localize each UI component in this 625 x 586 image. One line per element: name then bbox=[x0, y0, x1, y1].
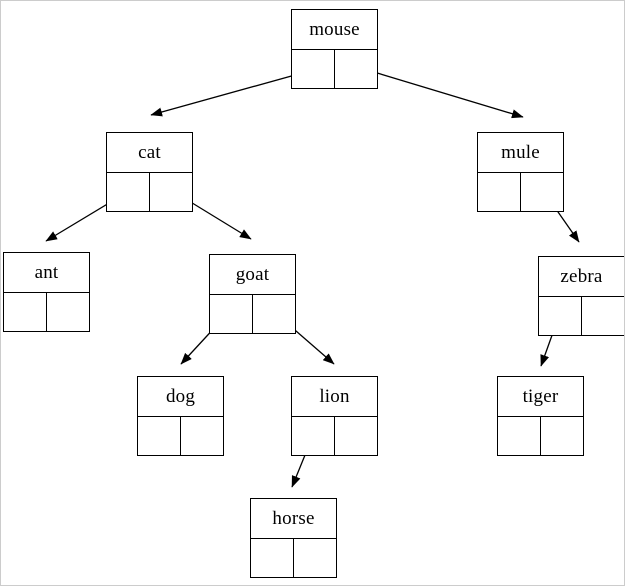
node-left-pointer-zebra bbox=[539, 297, 582, 335]
node-right-pointer-goat bbox=[252, 295, 295, 333]
node-left-pointer-tiger bbox=[498, 417, 541, 455]
node-right-pointer-mule bbox=[520, 173, 563, 211]
node-label-mouse: mouse bbox=[292, 10, 377, 50]
node-label-mule: mule bbox=[478, 133, 563, 173]
node-pointer-cells-lion bbox=[292, 417, 377, 455]
node-label-goat: goat bbox=[210, 255, 295, 295]
node-label-horse: horse bbox=[251, 499, 336, 539]
tree-node-mule: mule bbox=[477, 132, 564, 212]
tree-node-goat: goat bbox=[209, 254, 296, 334]
node-label-zebra: zebra bbox=[539, 257, 624, 297]
node-right-pointer-tiger bbox=[540, 417, 583, 455]
node-left-pointer-mouse bbox=[292, 50, 335, 88]
node-left-pointer-goat bbox=[210, 295, 253, 333]
node-pointer-cells-mouse bbox=[292, 50, 377, 88]
node-label-dog: dog bbox=[138, 377, 223, 417]
node-left-pointer-lion bbox=[292, 417, 335, 455]
node-right-pointer-lion bbox=[334, 417, 377, 455]
node-pointer-cells-horse bbox=[251, 539, 336, 577]
node-pointer-cells-ant bbox=[4, 293, 89, 331]
node-pointer-cells-goat bbox=[210, 295, 295, 333]
tree-edge-mouse-to-mule bbox=[353, 65, 524, 119]
node-label-tiger: tiger bbox=[498, 377, 583, 417]
tree-node-lion: lion bbox=[291, 376, 378, 456]
node-label-cat: cat bbox=[107, 133, 192, 173]
node-left-pointer-ant bbox=[4, 293, 47, 331]
node-right-pointer-mouse bbox=[334, 50, 377, 88]
tree-node-dog: dog bbox=[137, 376, 224, 456]
tree-node-mouse: mouse bbox=[291, 9, 378, 89]
node-pointer-cells-dog bbox=[138, 417, 223, 455]
node-right-pointer-dog bbox=[180, 417, 223, 455]
node-label-ant: ant bbox=[4, 253, 89, 293]
node-pointer-cells-tiger bbox=[498, 417, 583, 455]
tree-node-cat: cat bbox=[106, 132, 193, 212]
tree-node-tiger: tiger bbox=[497, 376, 584, 456]
node-pointer-cells-zebra bbox=[539, 297, 624, 335]
node-right-pointer-cat bbox=[149, 173, 192, 211]
node-left-pointer-dog bbox=[138, 417, 181, 455]
node-left-pointer-horse bbox=[251, 539, 294, 577]
tree-node-horse: horse bbox=[250, 498, 337, 578]
tree-node-ant: ant bbox=[3, 252, 90, 332]
node-right-pointer-horse bbox=[293, 539, 336, 577]
node-left-pointer-mule bbox=[478, 173, 521, 211]
tree-node-zebra: zebra bbox=[538, 256, 624, 336]
node-left-pointer-cat bbox=[107, 173, 150, 211]
node-right-pointer-zebra bbox=[581, 297, 624, 335]
node-pointer-cells-mule bbox=[478, 173, 563, 211]
node-pointer-cells-cat bbox=[107, 173, 192, 211]
node-label-lion: lion bbox=[292, 377, 377, 417]
node-right-pointer-ant bbox=[46, 293, 89, 331]
tree-edge-mouse-to-cat bbox=[150, 69, 314, 117]
